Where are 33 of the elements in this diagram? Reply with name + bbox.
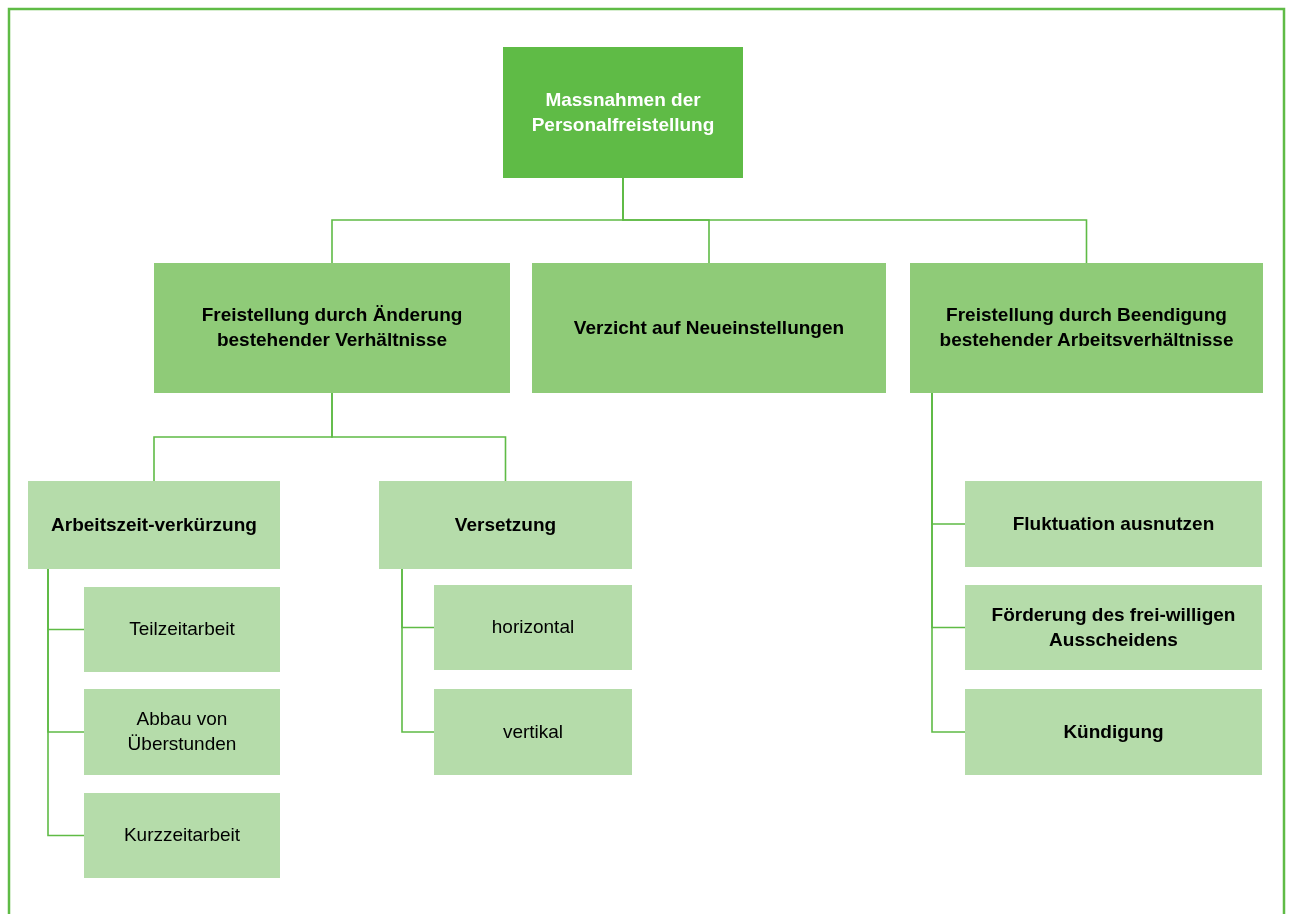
connector-line <box>931 392 966 733</box>
node-box <box>532 263 886 393</box>
connector-line <box>331 392 507 482</box>
node-label: Fluktuation ausnutzen <box>1012 511 1215 536</box>
node-label: Versetzung <box>454 512 557 537</box>
node-box <box>910 263 1263 393</box>
node-box <box>28 481 280 569</box>
node-label: Teilzeitarbeit <box>129 617 235 642</box>
connector-line <box>401 568 435 733</box>
node-box <box>965 481 1262 567</box>
node-box <box>434 585 632 670</box>
node-box <box>965 585 1262 670</box>
node-label: Abbau von Überstunden <box>126 707 238 756</box>
node-label: Massnahmen der Personalfreistellung <box>530 87 716 137</box>
node-label: Freistellung durch Änderung bestehender Verhältnisse <box>200 303 464 352</box>
connector-line <box>47 568 85 837</box>
node-box <box>84 793 280 878</box>
node-box <box>84 587 280 672</box>
node-label: Verzicht auf Neueinstellungen <box>573 315 845 340</box>
node-box <box>434 689 632 775</box>
node-label: horizontal <box>491 615 575 640</box>
node-box <box>965 689 1262 775</box>
node-label: Freistellung durch Beendigung bestehender Arbeitsverhältnisse <box>938 303 1235 352</box>
node-label: Kündigung <box>1063 719 1164 744</box>
node-label: Förderung des frei-willigen Ausscheidens <box>990 602 1237 652</box>
node-label: vertikal <box>502 719 564 744</box>
node-box <box>379 481 632 569</box>
node-box <box>154 263 510 393</box>
node-box <box>84 689 280 775</box>
connector-line <box>622 177 1088 264</box>
node-label: Kurzzeitarbeit <box>123 823 241 848</box>
node-box <box>503 47 743 178</box>
node-label: Arbeitszeit-verkürzung <box>51 512 257 537</box>
